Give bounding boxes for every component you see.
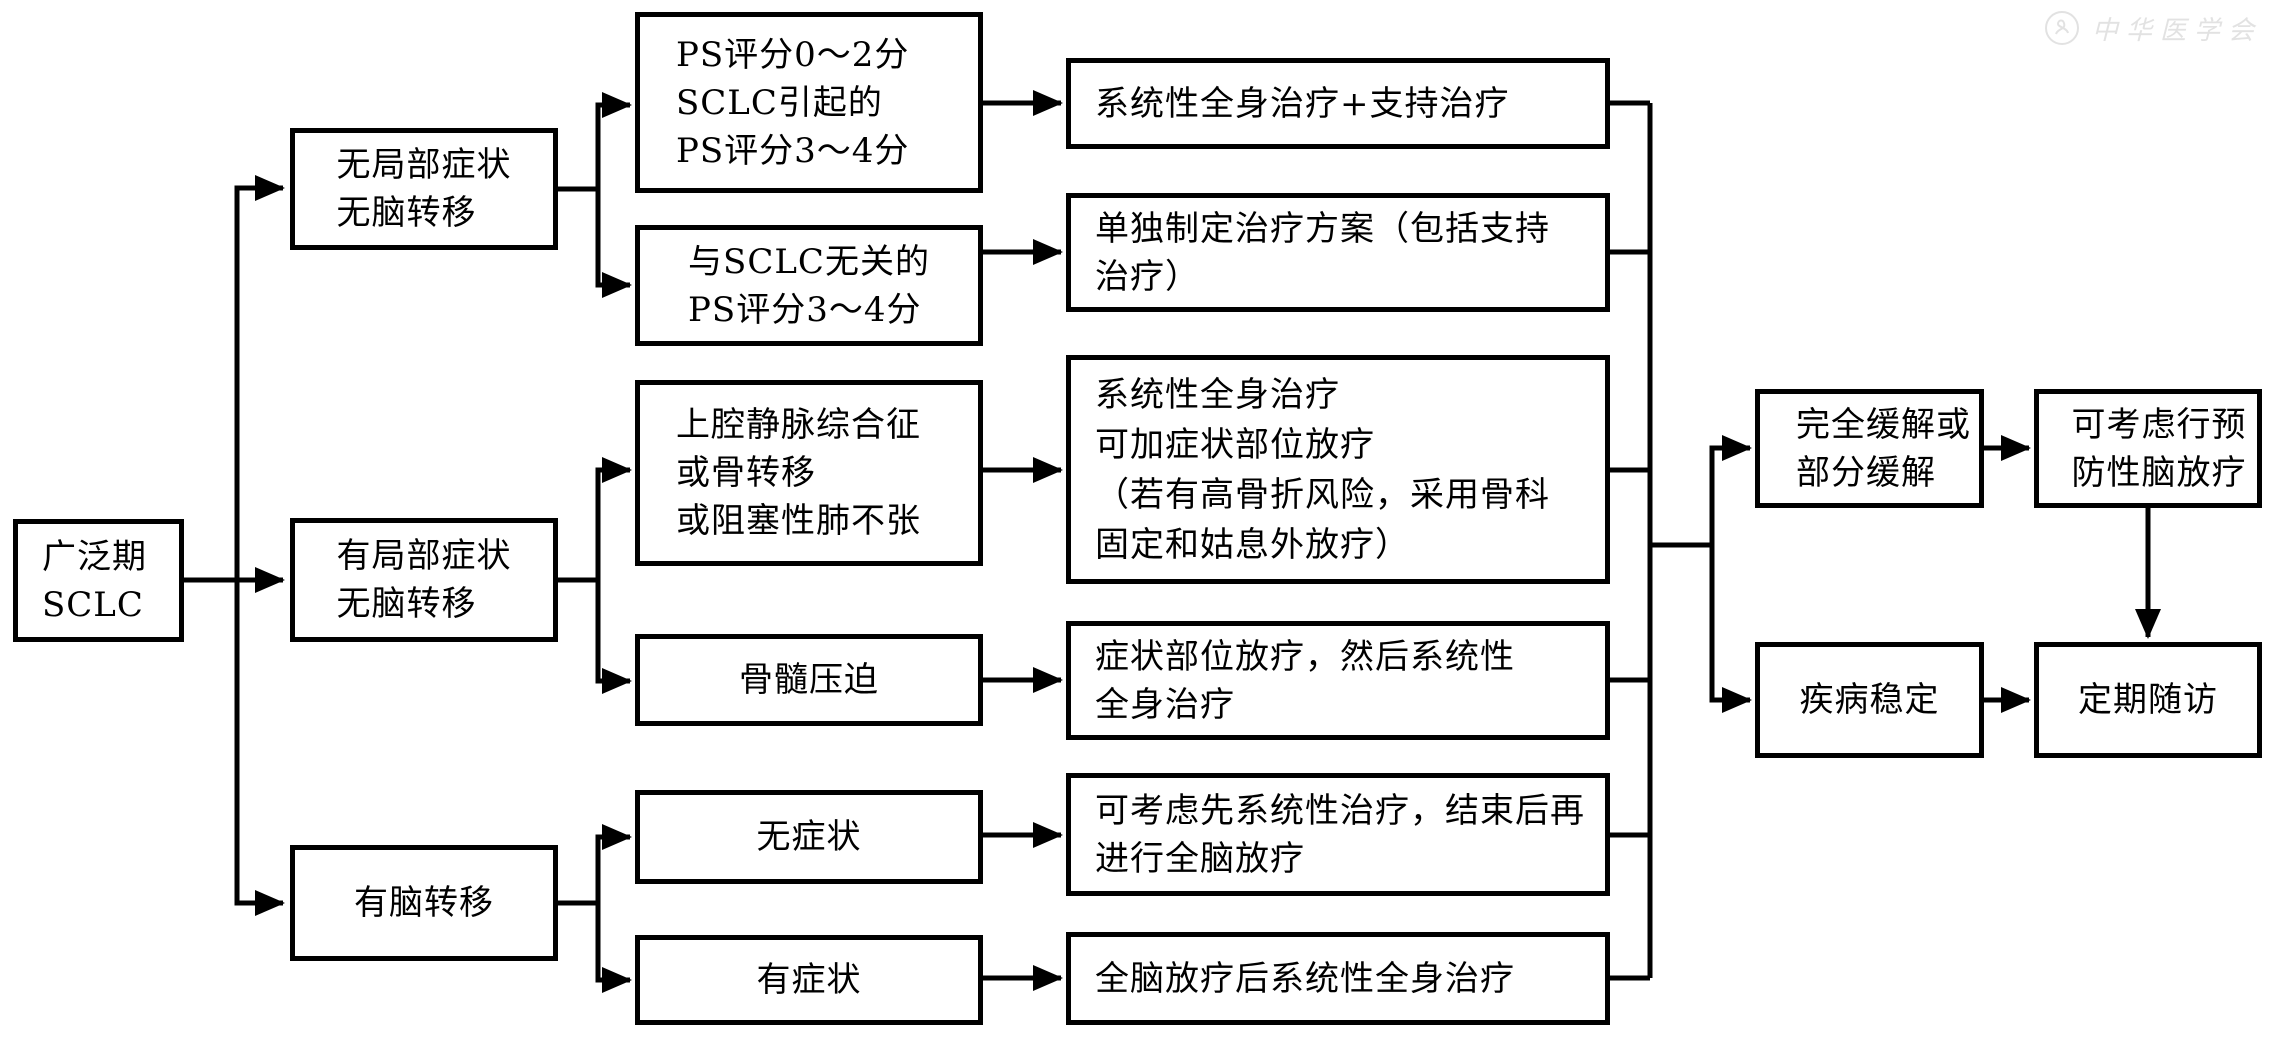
node-label: 有脑转移 (354, 883, 494, 923)
connector-cat3-sub3a (595, 824, 632, 903)
node-label: 全脑放疗后系统性全身治疗 (1095, 958, 1515, 999)
node-extensive-stage-sclc: 广泛期 SCLC (13, 519, 184, 642)
node-label: 无症状 (756, 817, 862, 857)
watermark-text: 中华医学会 (2091, 15, 2262, 46)
cma-logo-icon (2044, 11, 2079, 45)
connector-split-out1 (1709, 435, 1752, 545)
connector-cat1-sub1a (595, 92, 632, 189)
node-label: 有局部症状 无脑转移 (336, 536, 512, 624)
connector-cat3-sub3b (595, 903, 632, 993)
connector-split-out3 (1709, 545, 1752, 713)
node-label: 骨髓压迫 (739, 660, 879, 700)
node-ps-3-4-unrelated-to-sclc: 与SCLC无关的 PS评分3～4分 (635, 225, 983, 346)
node-cord-compression: 骨髓压迫 (635, 634, 983, 726)
node-svc-syndrome-bone-mets-atelectasis: 上腔静脉综合征 或骨转移 或阻塞性肺不张 (635, 380, 983, 566)
node-label: 单独制定治疗方案（包括支持 治疗） (1095, 208, 1550, 297)
node-label: 无局部症状 无脑转移 (336, 145, 512, 233)
node-tx-systemic-plus-supportive: 系统性全身治疗+支持治疗 (1066, 58, 1610, 149)
node-tx-systemic-then-wbrt: 可考虑先系统性治疗，结束后再 进行全脑放疗 (1066, 773, 1610, 896)
node-label: 可考虑行预 防性脑放疗 (2071, 404, 2247, 493)
node-label: PS评分0～2分 SCLC引起的 PS评分3～4分 (676, 34, 910, 171)
connector-cat2-sub2b (595, 580, 632, 694)
node-label: 上腔静脉综合征 或骨转移 或阻塞性肺不张 (676, 405, 921, 541)
node-label: 与SCLC无关的 PS评分3～4分 (688, 241, 930, 330)
watermark: 中华医学会 (2042, 8, 2262, 48)
node-tx-individualized-plan: 单独制定治疗方案（包括支持 治疗） (1066, 193, 1610, 312)
connector-root-cat3 (234, 580, 285, 916)
node-asymptomatic: 无症状 (635, 790, 983, 884)
node-no-local-symptoms-no-brain-mets: 无局部症状 无脑转移 (290, 128, 558, 250)
node-brain-metastases: 有脑转移 (290, 845, 558, 961)
connector-cat1-sub1b (595, 189, 632, 298)
node-tx-rt-then-systemic: 症状部位放疗，然后系统性 全身治疗 (1066, 621, 1610, 740)
node-label: 疾病稳定 (1799, 680, 1940, 720)
node-label: 可考虑先系统性治疗，结束后再 进行全脑放疗 (1095, 790, 1585, 879)
node-symptomatic: 有症状 (635, 935, 983, 1025)
node-complete-or-partial-response: 完全缓解或 部分缓解 (1755, 389, 1984, 508)
connector-root-cat1 (234, 175, 285, 580)
node-consider-prophylactic-cranial-rt: 可考虑行预 防性脑放疗 (2034, 389, 2262, 508)
node-ps-0-2-or-sclc-caused-ps-3-4: PS评分0～2分 SCLC引起的 PS评分3～4分 (635, 12, 983, 193)
node-stable-disease: 疾病稳定 (1755, 642, 1984, 758)
node-label: 症状部位放疗，然后系统性 全身治疗 (1095, 636, 1515, 725)
node-label: 系统性全身治疗 可加症状部位放疗 （若有高骨折风险，采用骨科 固定和姑息外放疗） (1095, 374, 1550, 565)
node-tx-wbrt-then-systemic: 全脑放疗后系统性全身治疗 (1066, 932, 1610, 1025)
node-label: 系统性全身治疗+支持治疗 (1095, 83, 1510, 124)
node-tx-systemic-with-site-rt: 系统性全身治疗 可加症状部位放疗 （若有高骨折风险，采用骨科 固定和姑息外放疗） (1066, 355, 1610, 584)
node-local-symptoms-no-brain-mets: 有局部症状 无脑转移 (290, 518, 558, 642)
connector-cat2-sub2a (595, 457, 632, 580)
node-regular-followup: 定期随访 (2034, 642, 2262, 758)
node-label: 有症状 (756, 960, 862, 1000)
node-label: 广泛期 SCLC (42, 536, 147, 625)
node-label: 定期随访 (2078, 680, 2218, 720)
node-label: 完全缓解或 部分缓解 (1796, 404, 1971, 493)
